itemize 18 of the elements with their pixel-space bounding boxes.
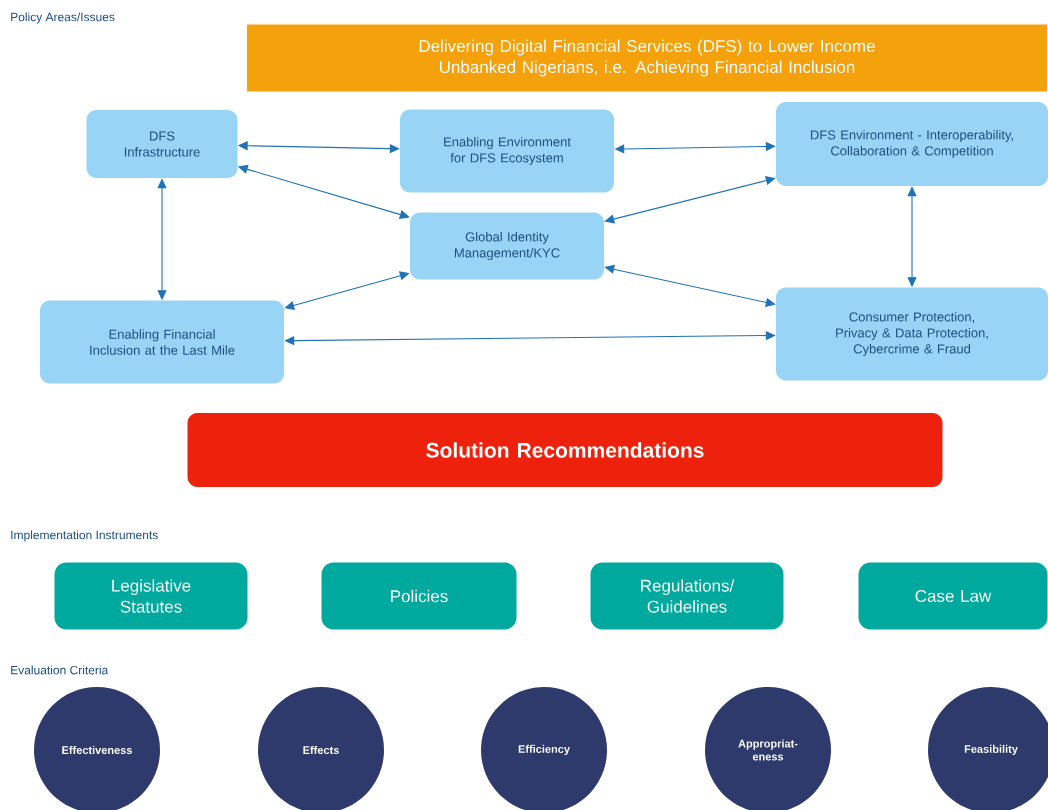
arrow — [604, 264, 776, 307]
instrument-box: Case Law — [858, 562, 1048, 630]
issue-box: Consumer Protection, Privacy & Data Protection, Cybercrime & Fraud — [776, 287, 1048, 381]
issue-box: DFS Environment - Interoperability, Collaboration & Competition — [776, 102, 1048, 186]
issue-box: Enabling Environment for DFS Ecosystem — [400, 109, 614, 193]
instrument-box: Policies — [321, 562, 517, 630]
section-heading: Implementation Instruments — [11, 530, 158, 542]
solution-box: Solution Recommendations — [187, 413, 943, 487]
issue-box: DFS Infrastructure — [86, 110, 238, 178]
instrument-box: Legislative Statutes — [54, 562, 248, 630]
arrow — [284, 271, 410, 310]
banner: Delivering Digital Financial Services (DFS) to Lower Income Unbanked Nigerians, i.e. Achieving Financial Inclusion — [247, 24, 1047, 92]
issue-box: Enabling Financial Inclusion at the Last Mile — [40, 300, 284, 384]
section-heading: Policy Areas/Issues — [11, 12, 115, 24]
instrument-box: Regulations/ Guidelines — [590, 562, 784, 630]
issue-box: Global Identity Management/KYC — [410, 212, 604, 280]
arrow — [604, 176, 776, 224]
section-heading: Evaluation Criteria — [11, 665, 109, 675]
